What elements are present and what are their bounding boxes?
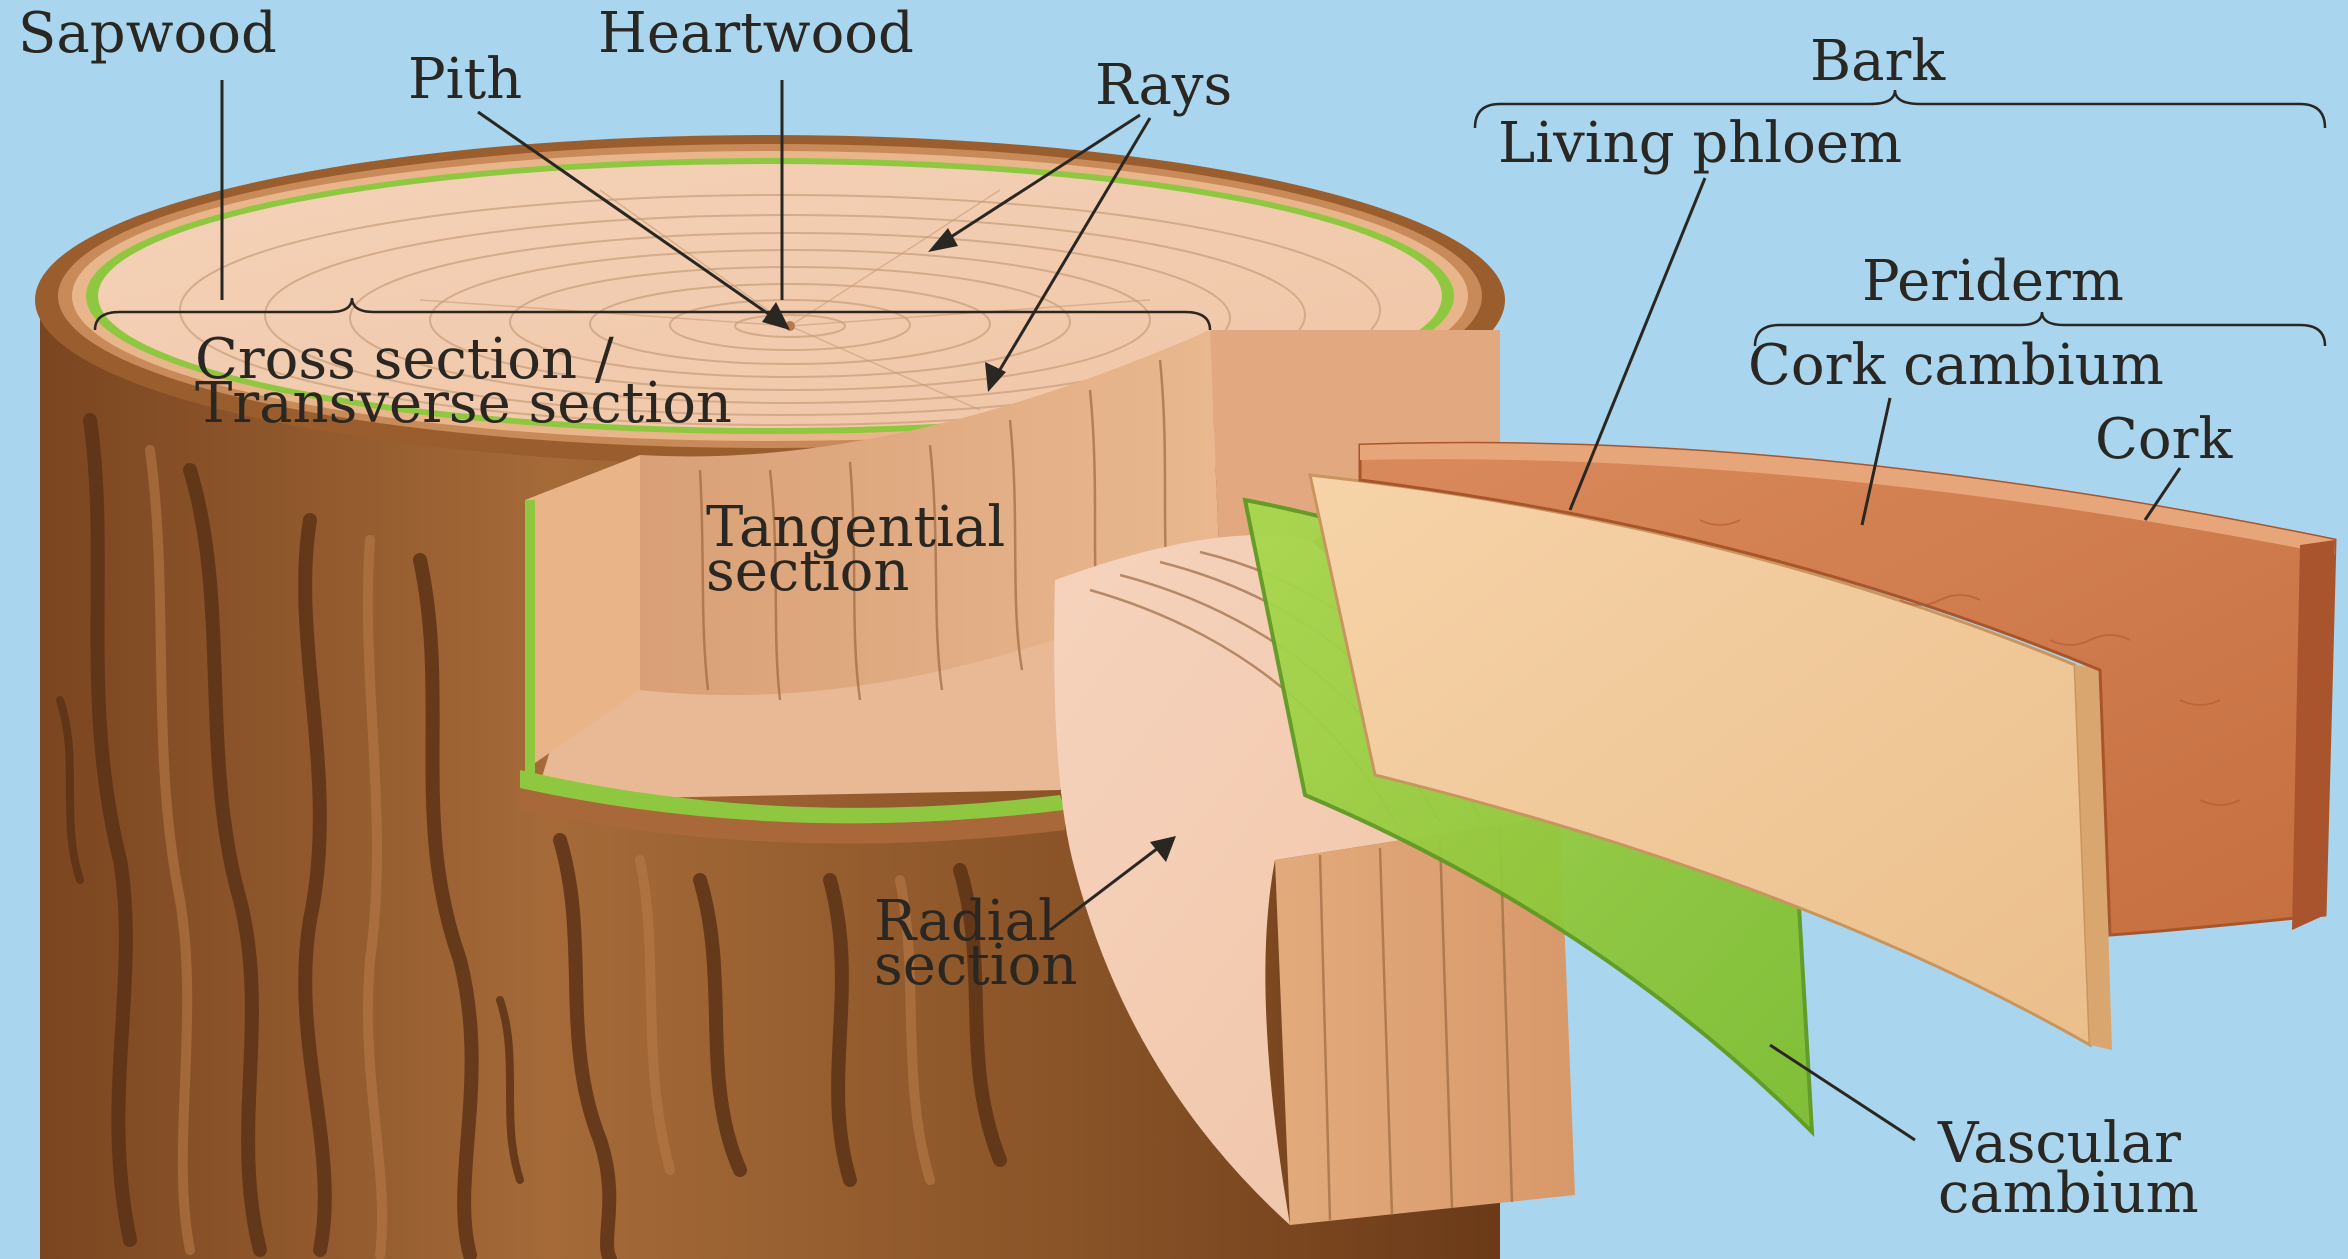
label-bark: Bark <box>1810 29 1946 94</box>
label-vascular-line2: cambium <box>1938 1161 2199 1226</box>
label-cork-cambium: Cork cambium <box>1748 333 2164 398</box>
label-cork: Cork <box>2095 407 2233 472</box>
label-living-phloem: Living phloem <box>1498 111 1902 176</box>
label-radial-line2: section <box>874 933 1077 998</box>
label-tangential-line2: section <box>706 539 909 604</box>
label-rays: Rays <box>1095 53 1232 118</box>
label-cross-section-line2: Transverse section <box>195 371 732 436</box>
label-sapwood: Sapwood <box>18 1 277 66</box>
label-pith: Pith <box>408 47 522 112</box>
label-periderm: Periderm <box>1862 249 2124 314</box>
label-heartwood: Heartwood <box>598 1 914 66</box>
notch-left-wall-green <box>525 500 535 780</box>
